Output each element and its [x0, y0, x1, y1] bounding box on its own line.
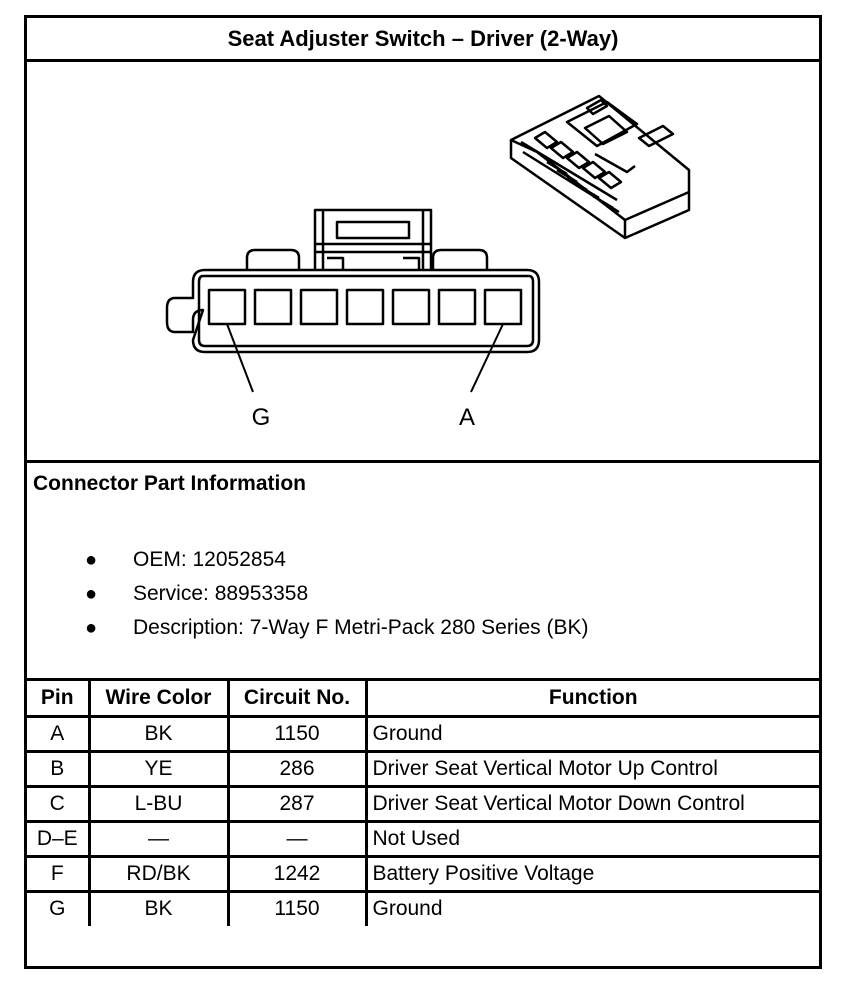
cell-pin: C — [27, 784, 91, 823]
header-wire-color: Wire Color — [87, 681, 230, 718]
cell-pin: A — [27, 714, 91, 753]
cell-pin: B — [27, 749, 91, 788]
connector-diagram: G A — [27, 62, 819, 463]
cell-wire-color: L-BU — [87, 784, 230, 823]
cell-function: Battery Positive Voltage — [364, 854, 819, 893]
connector-isometric-view — [509, 94, 691, 240]
list-item-description: ●Description: 7-Way F Metri-Pack 280 Ser… — [27, 611, 589, 645]
table-row: A BK 1150 Ground — [27, 714, 819, 753]
cell-pin: D–E — [27, 819, 91, 858]
cell-wire-color: BK — [87, 714, 230, 753]
bullet-icon: ● — [85, 617, 98, 639]
table-row: B YE 286 Driver Seat Vertical Motor Up C… — [27, 749, 819, 788]
cell-wire-color: RD/BK — [87, 854, 230, 893]
list-item-oem: ●OEM: 12052854 — [27, 543, 589, 577]
part-info-list: ●OEM: 12052854 ●Service: 88953358 ●Descr… — [27, 543, 589, 645]
section-heading: Connector Part Information — [33, 472, 307, 495]
connector-sheet: Seat Adjuster Switch – Driver (2-Way) — [24, 15, 822, 969]
cell-function: Ground — [364, 889, 819, 926]
pin-label-g: G — [252, 404, 271, 431]
cell-circuit: 286 — [226, 749, 368, 788]
cell-function: Not Used — [364, 819, 819, 858]
cell-function: Driver Seat Vertical Motor Down Control — [364, 784, 819, 823]
cell-wire-color: YE — [87, 749, 230, 788]
bullet-icon: ● — [85, 583, 98, 605]
connector-part-information: Connector Part Information ●OEM: 1205285… — [27, 463, 819, 681]
table-row: D–E — — Not Used — [27, 819, 819, 858]
table-row: F RD/BK 1242 Battery Positive Voltage — [27, 854, 819, 893]
pin-table: Pin Wire Color Circuit No. Function A BK… — [27, 681, 819, 926]
cell-circuit: 1242 — [226, 854, 368, 893]
table-row: G BK 1150 Ground — [27, 889, 819, 926]
pin-label-a: A — [459, 404, 475, 431]
cell-circuit: 1150 — [226, 889, 368, 926]
page-title: Seat Adjuster Switch – Driver (2-Way) — [27, 18, 819, 62]
list-item-service: ●Service: 88953358 — [27, 577, 589, 611]
header-function: Function — [364, 681, 819, 718]
table-row: C L-BU 287 Driver Seat Vertical Motor Do… — [27, 784, 819, 823]
cell-circuit: — — [226, 819, 368, 858]
connector-illustration: G A — [165, 94, 691, 431]
cell-pin: G — [27, 889, 91, 926]
connector-front-view — [165, 208, 541, 393]
bullet-icon: ● — [85, 549, 98, 571]
cell-wire-color: — — [87, 819, 230, 858]
cell-pin: F — [27, 854, 91, 893]
table-header-row: Pin Wire Color Circuit No. Function — [27, 681, 819, 718]
cell-function: Driver Seat Vertical Motor Up Control — [364, 749, 819, 788]
header-pin: Pin — [27, 681, 91, 718]
cell-circuit: 1150 — [226, 714, 368, 753]
cell-wire-color: BK — [87, 889, 230, 926]
cell-circuit: 287 — [226, 784, 368, 823]
header-circuit-no: Circuit No. — [226, 681, 368, 718]
cell-function: Ground — [364, 714, 819, 753]
